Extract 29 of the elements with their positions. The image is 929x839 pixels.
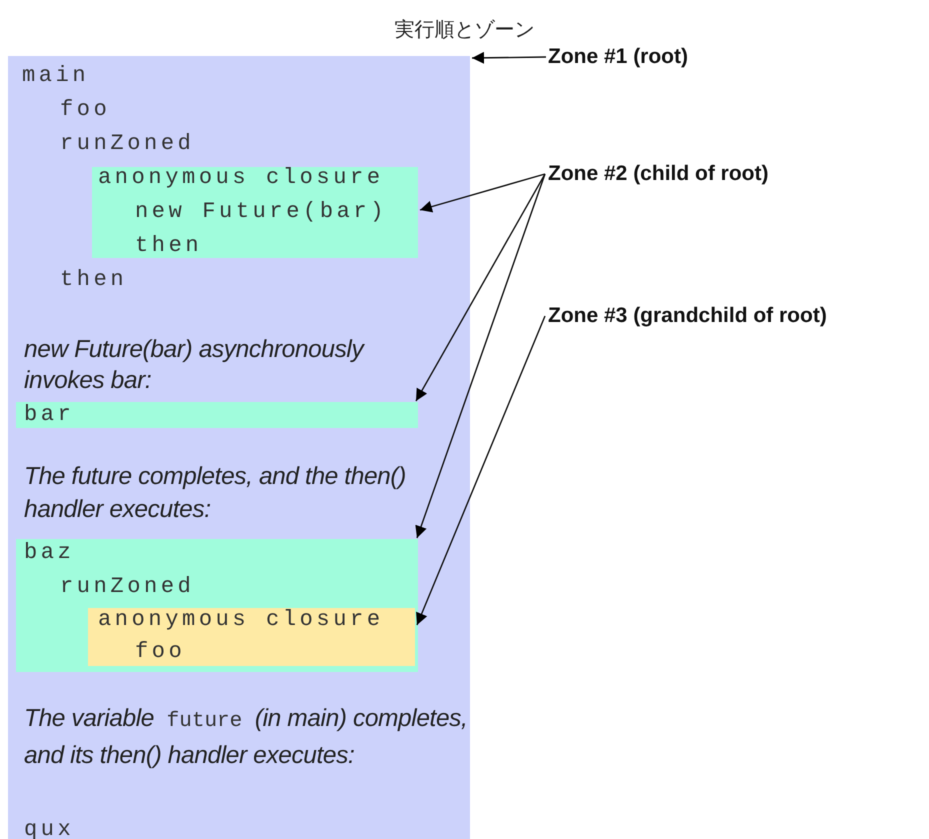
- zone-block: [88, 608, 415, 666]
- arrow: [415, 174, 546, 402]
- arrow: [420, 173, 546, 212]
- code-line: bar: [24, 401, 74, 429]
- title-text: 実行順とゾーン: [394, 16, 536, 43]
- code-line: main: [22, 62, 90, 90]
- code-line: runZoned: [60, 130, 194, 158]
- code-line: anonymous closure: [98, 164, 384, 192]
- code-line: then: [135, 232, 202, 260]
- code-line: foo: [135, 638, 186, 666]
- code-line: then: [60, 266, 128, 294]
- zone-label: Zone #3 (grandchild of root): [548, 303, 908, 329]
- arrow: [472, 52, 546, 64]
- zone-label: Zone #1 (root): [548, 44, 748, 70]
- zone-panel: [8, 56, 470, 839]
- code-line: runZoned: [60, 573, 194, 601]
- note-text: new Future(bar) asynchronously invokes bar:: [24, 336, 366, 396]
- code-line: new Future(bar): [135, 198, 388, 226]
- code-line: foo: [60, 96, 110, 124]
- arrow: [416, 316, 546, 626]
- code-line: anonymous closure: [98, 606, 384, 634]
- zone-block: [16, 539, 418, 672]
- zone-label: Zone #2 (child of root): [548, 161, 828, 187]
- note-text: The variable future (in main) completes, and its then() handler executes:: [24, 704, 468, 771]
- arrow: [415, 174, 546, 538]
- zone-block: [16, 402, 418, 428]
- zone-block: [92, 167, 418, 258]
- code-line: baz: [24, 539, 74, 567]
- note-text: The future completes, and the then() handler executes:: [24, 462, 407, 525]
